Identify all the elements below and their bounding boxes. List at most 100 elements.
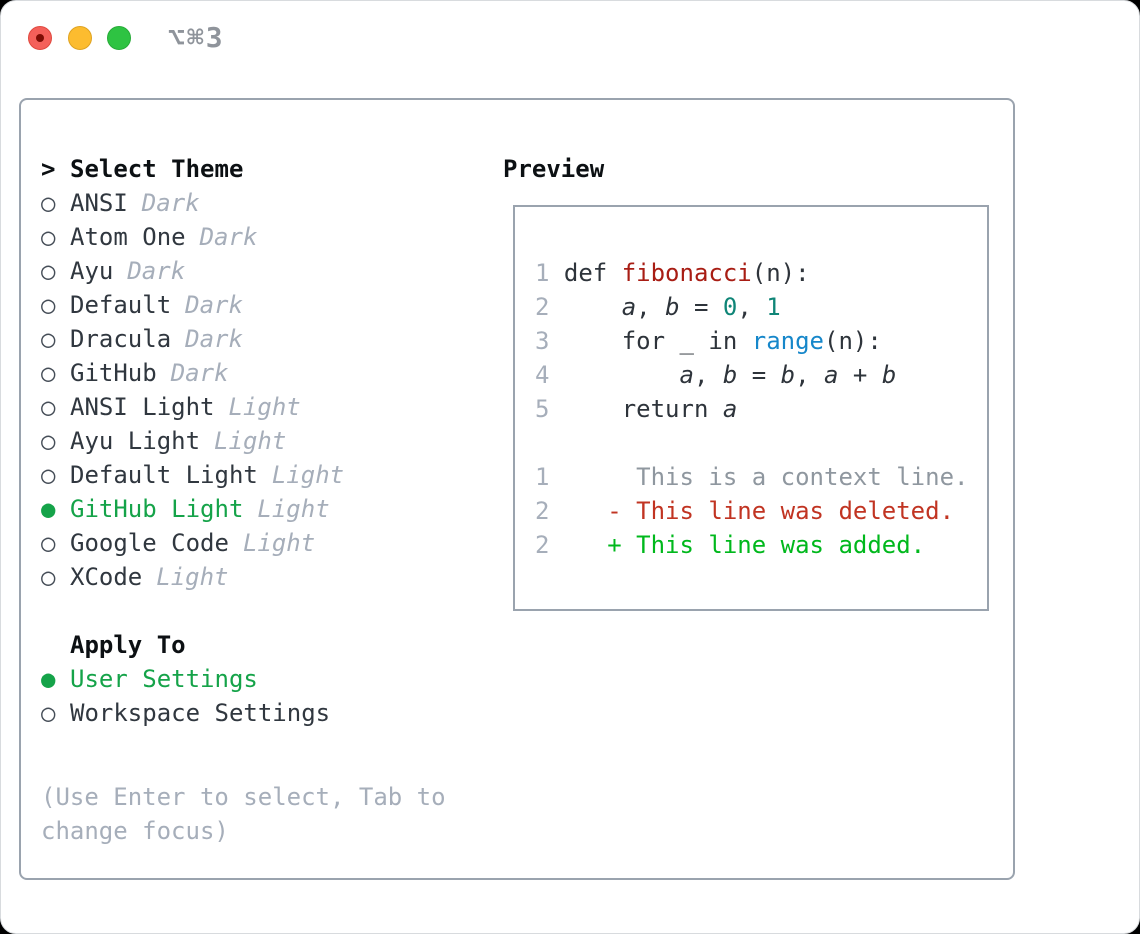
radio-icon: ○ — [41, 427, 56, 455]
theme-item-ansi-dark[interactable]: ○ ANSI Dark — [41, 186, 503, 220]
apply-item-workspace-settings[interactable]: ○ Workspace Settings — [41, 696, 503, 730]
radio-icon-selected: ● — [41, 495, 56, 523]
code-token: def — [549, 259, 622, 287]
code-token-number: 0 — [722, 293, 738, 321]
theme-item-github-dark[interactable]: ○ GitHub Dark — [41, 356, 503, 390]
code-line: 1 def fibonacci(n): — [535, 256, 987, 290]
code-token-variable: b — [780, 361, 796, 389]
indent — [41, 628, 70, 662]
theme-name: ANSI — [70, 189, 128, 217]
code-line: 2 a, b = 0, 1 — [535, 290, 987, 324]
theme-name: Dracula — [70, 325, 172, 353]
theme-variant-tag: Light — [156, 563, 229, 591]
apply-target-name: Workspace Settings — [70, 699, 331, 727]
theme-variant-tag: Dark — [185, 291, 243, 319]
deleted-text: - This line was deleted. — [549, 497, 955, 525]
select-theme-title: Select Theme — [70, 155, 244, 183]
theme-variant-tag: Light — [271, 461, 345, 489]
preview-header: Preview — [503, 155, 605, 183]
theme-variant-tag: Dark — [170, 359, 229, 387]
theme-name: GitHub — [70, 359, 157, 387]
line-number: 2 — [535, 497, 550, 525]
code-token-number: 1 — [766, 293, 781, 321]
theme-item-xcode[interactable]: ○ XCode Light — [41, 560, 503, 594]
radio-icon: ○ — [41, 325, 56, 353]
code-token-variable: b — [881, 361, 897, 389]
radio-icon: ○ — [41, 529, 56, 557]
line-number: 3 — [535, 327, 550, 355]
theme-item-default-dark[interactable]: ○ Default Dark — [41, 288, 503, 322]
theme-variant-tag: Dark — [185, 325, 243, 353]
theme-name: Google Code — [70, 529, 229, 557]
radio-icon: ○ — [41, 257, 56, 285]
theme-picker-panel: > Select Theme ○ ANSI Dark ○ Atom One Da… — [19, 98, 1015, 880]
line-number: 2 — [535, 293, 550, 321]
minimize-button[interactable] — [68, 26, 92, 50]
title-bar: ⌥⌘3 — [1, 1, 1139, 98]
line-number: 4 — [535, 361, 550, 389]
code-token: (n): — [751, 259, 810, 287]
code-token: for _ in — [549, 327, 752, 355]
code-token-variable: a — [679, 361, 694, 389]
radio-icon: ○ — [41, 223, 56, 251]
theme-name: Atom One — [70, 223, 186, 251]
theme-item-default-light[interactable]: ○ Default Light Light — [41, 458, 503, 492]
preview-column: Preview 1 def fibonacci(n): 2 a, b = 0, … — [503, 100, 1013, 878]
diff-added-line: 2 + This line was added. — [535, 528, 987, 562]
help-line-2: change focus) — [41, 817, 229, 845]
theme-item-github-light[interactable]: ● GitHub Light Light — [41, 492, 503, 526]
radio-icon: ○ — [41, 291, 56, 319]
radio-icon: ○ — [41, 393, 56, 421]
help-line-1: (Use Enter to select, Tab to — [41, 783, 446, 811]
added-text: + This line was added. — [549, 531, 926, 559]
theme-variant-tag: Light — [228, 393, 301, 421]
radio-icon-selected: ● — [41, 665, 56, 693]
line-number: 5 — [535, 395, 550, 423]
close-button[interactable] — [28, 26, 52, 50]
code-token: + — [838, 361, 882, 389]
radio-icon: ○ — [41, 461, 56, 489]
select-theme-header: > Select Theme — [41, 152, 503, 186]
apply-to-header: Apply To — [41, 628, 503, 662]
theme-item-dracula-dark[interactable]: ○ Dracula Dark — [41, 322, 503, 356]
code-token: (n): — [824, 327, 882, 355]
theme-name: GitHub Light — [70, 495, 244, 523]
theme-item-google-code[interactable]: ○ Google Code Light — [41, 526, 503, 560]
code-token — [549, 293, 621, 321]
theme-name: Default Light — [70, 461, 258, 489]
code-token-variable: b — [665, 293, 680, 321]
code-token: , — [636, 293, 666, 321]
theme-variant-tag: Light — [242, 529, 316, 557]
code-token-variable: a — [824, 361, 839, 389]
radio-icon: ○ — [41, 563, 56, 591]
section-gap — [41, 594, 503, 628]
code-token: = — [737, 361, 781, 389]
theme-item-ayu-dark[interactable]: ○ Ayu Dark — [41, 254, 503, 288]
apply-item-user-settings[interactable]: ● User Settings — [41, 662, 503, 696]
zoom-button[interactable] — [107, 26, 131, 50]
radio-icon: ○ — [41, 699, 56, 727]
theme-variant-tag: Light — [214, 427, 287, 455]
code-token — [549, 361, 679, 389]
theme-list-column: > Select Theme ○ ANSI Dark ○ Atom One Da… — [21, 100, 503, 878]
code-token: , — [693, 361, 723, 389]
theme-item-atom-one-dark[interactable]: ○ Atom One Dark — [41, 220, 503, 254]
theme-variant-tag: Dark — [127, 257, 186, 285]
code-line: 5 return a — [535, 392, 987, 426]
context-text: This is a context line. — [549, 463, 969, 491]
theme-name: ANSI Light — [70, 393, 215, 421]
theme-item-ayu-light[interactable]: ○ Ayu Light Light — [41, 424, 503, 458]
radio-icon: ○ — [41, 359, 56, 387]
code-token: = — [679, 293, 723, 321]
blank-line — [535, 426, 987, 460]
code-token-function: fibonacci — [621, 259, 752, 287]
theme-name: Default — [70, 291, 172, 319]
theme-variant-tag: Dark — [141, 189, 200, 217]
code-token: , — [737, 293, 767, 321]
preview-box: 1 def fibonacci(n): 2 a, b = 0, 1 3 for … — [513, 205, 989, 611]
help-text: (Use Enter to select, Tab to change focu… — [41, 780, 503, 848]
theme-item-ansi-light[interactable]: ○ ANSI Light Light — [41, 390, 503, 424]
line-number: 2 — [535, 531, 550, 559]
theme-name: Ayu — [70, 257, 114, 285]
